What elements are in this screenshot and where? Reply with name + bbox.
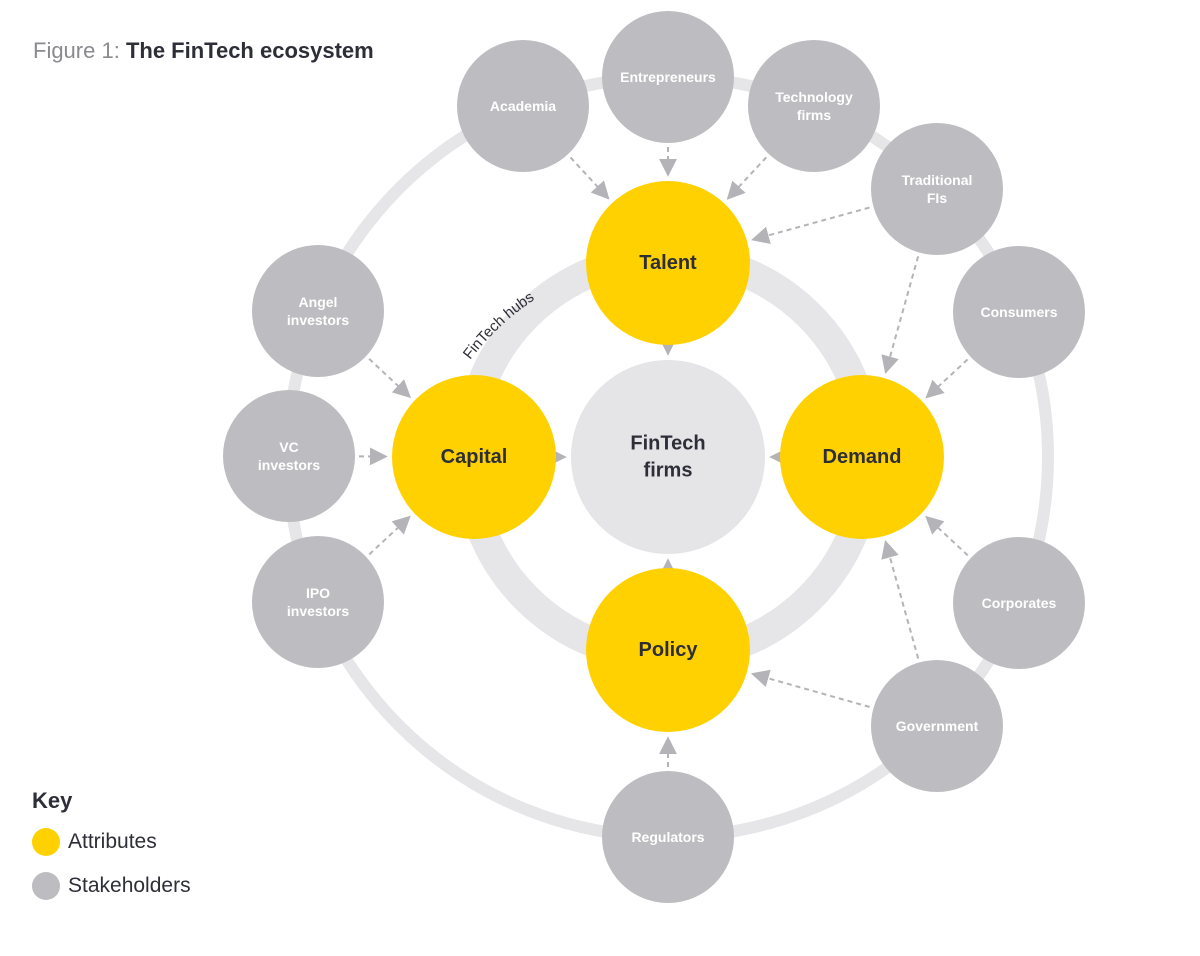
stakeholder-label-ipo-investors: investors xyxy=(287,603,349,619)
stakeholder-label-traditional-fis: Traditional xyxy=(902,172,973,188)
stakeholder-circle-government xyxy=(871,660,1003,792)
attribute-circle-policy xyxy=(586,568,750,732)
stakeholder-circle-technology-firms xyxy=(748,40,880,172)
stakeholder-label-vc-investors: investors xyxy=(258,457,320,473)
node-fintech-firms: FinTech firms xyxy=(571,360,765,554)
attribute-circle-talent xyxy=(586,181,750,345)
arrow-ipo-investors-to-capital xyxy=(368,515,411,556)
stakeholder-label-technology-firms: Technology xyxy=(775,89,853,105)
legend-item-stakeholders: Stakeholders xyxy=(32,872,191,900)
stakeholder-label-vc-investors: VC xyxy=(279,439,298,455)
stakeholder-label-angel-investors: Angel xyxy=(299,294,338,310)
node-label-fintech-firms: firms xyxy=(644,460,693,482)
arrow-government-to-policy xyxy=(750,669,870,708)
arrow-academia-to-talent xyxy=(569,156,610,200)
attribute-circle-demand xyxy=(780,375,944,539)
stakeholder-circle-consumers xyxy=(953,246,1085,378)
node-circle-fintech-firms xyxy=(571,360,765,554)
attribute-label-capital: Capital xyxy=(441,446,508,468)
stakeholder-circle-traditional-fis xyxy=(871,123,1003,255)
arrow-corporates-to-demand xyxy=(925,515,969,557)
legend-label-stakeholders: Stakeholders xyxy=(68,874,191,897)
stakeholder-circle-entrepreneurs xyxy=(602,11,734,143)
legend: Key Attributes Stakeholders xyxy=(32,788,191,916)
attribute-label-demand: Demand xyxy=(823,446,902,468)
stakeholder-node-entrepreneurs: Entrepreneurs xyxy=(602,11,734,143)
legend-swatch-attributes xyxy=(32,828,60,856)
legend-item-attributes: Attributes xyxy=(32,828,191,856)
stakeholder-node-corporates: Corporates xyxy=(953,537,1085,669)
stakeholder-label-traditional-fis: FIs xyxy=(927,190,947,206)
connections xyxy=(358,147,969,767)
stakeholder-circle-ipo-investors xyxy=(252,536,384,668)
arrow-consumers-to-demand xyxy=(925,358,969,399)
figure-number: Figure 1: xyxy=(33,38,126,63)
legend-swatch-stakeholders xyxy=(32,872,60,900)
arrow-angel-investors-to-capital xyxy=(368,358,412,399)
stakeholder-label-corporates: Corporates xyxy=(982,595,1057,611)
stakeholder-label-ipo-investors: IPO xyxy=(306,585,330,601)
stakeholder-node-angel-investors: Angel investors xyxy=(252,245,384,377)
node-label-fintech-firms: FinTech xyxy=(630,433,705,455)
figure-title: Figure 1: The FinTech ecosystem xyxy=(33,38,374,64)
stakeholder-circle-corporates xyxy=(953,537,1085,669)
stakeholder-label-entrepreneurs: Entrepreneurs xyxy=(620,69,716,85)
arrow-technology-firms-to-talent xyxy=(726,156,768,200)
stakeholder-label-government: Government xyxy=(896,718,979,734)
stakeholder-node-regulators: Regulators xyxy=(602,771,734,903)
attribute-label-policy: Policy xyxy=(639,639,699,661)
stakeholder-label-regulators: Regulators xyxy=(631,829,704,845)
stakeholder-node-consumers: Consumers xyxy=(953,246,1085,378)
attribute-circle-capital xyxy=(392,375,556,539)
stakeholder-label-academia: Academia xyxy=(490,98,556,114)
stakeholder-node-vc-investors: VC investors xyxy=(223,390,355,522)
attribute-node-policy: Policy xyxy=(586,568,750,732)
stakeholder-circle-regulators xyxy=(602,771,734,903)
stakeholder-label-consumers: Consumers xyxy=(980,304,1057,320)
stakeholder-node-technology-firms: Technology firms xyxy=(748,40,880,172)
stakeholder-node-ipo-investors: IPO investors xyxy=(252,536,384,668)
stakeholder-node-academia: Academia xyxy=(457,40,589,172)
legend-label-attributes: Attributes xyxy=(68,830,157,853)
legend-title: Key xyxy=(32,788,73,813)
arrow-traditional-fis-to-demand xyxy=(881,256,920,374)
stakeholder-circle-vc-investors xyxy=(223,390,355,522)
stakeholder-circle-angel-investors xyxy=(252,245,384,377)
attribute-node-talent: Talent xyxy=(586,181,750,345)
stakeholder-node-government: Government xyxy=(871,660,1003,792)
stakeholder-circle-academia xyxy=(457,40,589,172)
figure-title-main: The FinTech ecosystem xyxy=(125,38,374,63)
attribute-node-capital: Capital xyxy=(392,375,556,539)
stakeholder-label-technology-firms: firms xyxy=(797,107,831,123)
attribute-node-demand: Demand xyxy=(780,375,944,539)
attribute-label-talent: Talent xyxy=(639,252,697,274)
arrow-traditional-fis-to-talent xyxy=(751,206,870,245)
arrow-government-to-demand xyxy=(881,540,920,659)
stakeholder-label-angel-investors: investors xyxy=(287,312,349,328)
